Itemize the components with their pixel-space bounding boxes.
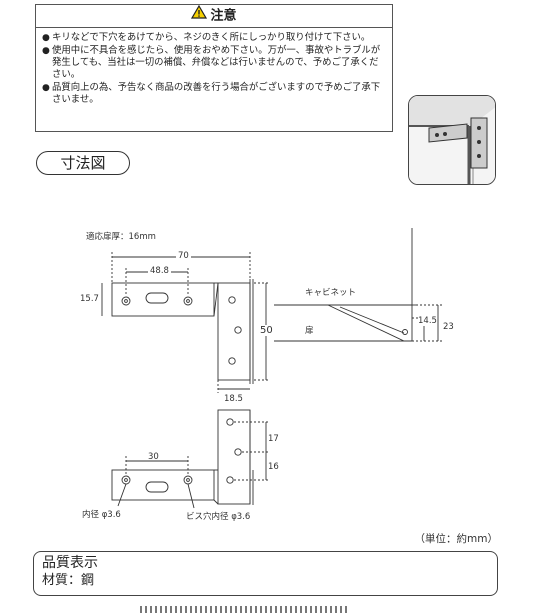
caution-box: 注意 キリなどで下穴をあけてから、ネジのきく所にしっかり取り付けて下さい。 使用… [35, 4, 393, 132]
door-thickness-label: 適応扉厚：16mm [86, 232, 156, 242]
dim-23: 23 [443, 322, 454, 332]
dim-70: 70 [176, 251, 191, 261]
cabinet-label: キャビネット [305, 288, 357, 298]
hinge-photo [408, 95, 496, 185]
warning-icon [191, 4, 208, 27]
caution-item: 品質向上の為、予告なく商品の改善を行う場合がございますので予めご了承下さいませ。 [42, 82, 386, 106]
dim-48-8: 48.8 [148, 266, 171, 276]
caution-item: キリなどで下穴をあけてから、ネジのきく所にしっかり取り付けて下さい。 [42, 32, 386, 44]
caution-item: 使用中に不具合を感じたら、使用をおやめ下さい。万が一、事故やトラブルが発生しても… [42, 45, 386, 81]
caution-title: 注意 [210, 8, 237, 24]
dim-15-7: 15.7 [80, 294, 99, 304]
unit-note: （単位：約mm） [414, 533, 498, 545]
door-label: 扉 [305, 326, 314, 336]
screw-dia-label: ビス穴内径 φ3.6 [186, 512, 251, 522]
inner-dia-label: 内径 φ3.6 [82, 510, 121, 520]
dimension-title: 寸法図 [36, 151, 130, 175]
material-text: 材質：鋼 [42, 573, 95, 588]
dim-18-5: 18.5 [224, 394, 243, 404]
dim-16: 16 [268, 462, 279, 472]
caution-header: 注意 [36, 4, 392, 28]
caution-list: キリなどで下穴をあけてから、ネジのきく所にしっかり取り付けて下さい。 使用中に不… [36, 28, 392, 106]
dim-17: 17 [268, 434, 279, 444]
dim-30: 30 [148, 452, 159, 462]
dim-14-5: 14.5 [418, 316, 437, 326]
dim-50: 50 [259, 325, 274, 336]
quality-title: 品質表示 [42, 555, 98, 571]
quality-box: 品質表示 材質：鋼 [33, 551, 498, 596]
footer-cut-strip [140, 606, 350, 613]
